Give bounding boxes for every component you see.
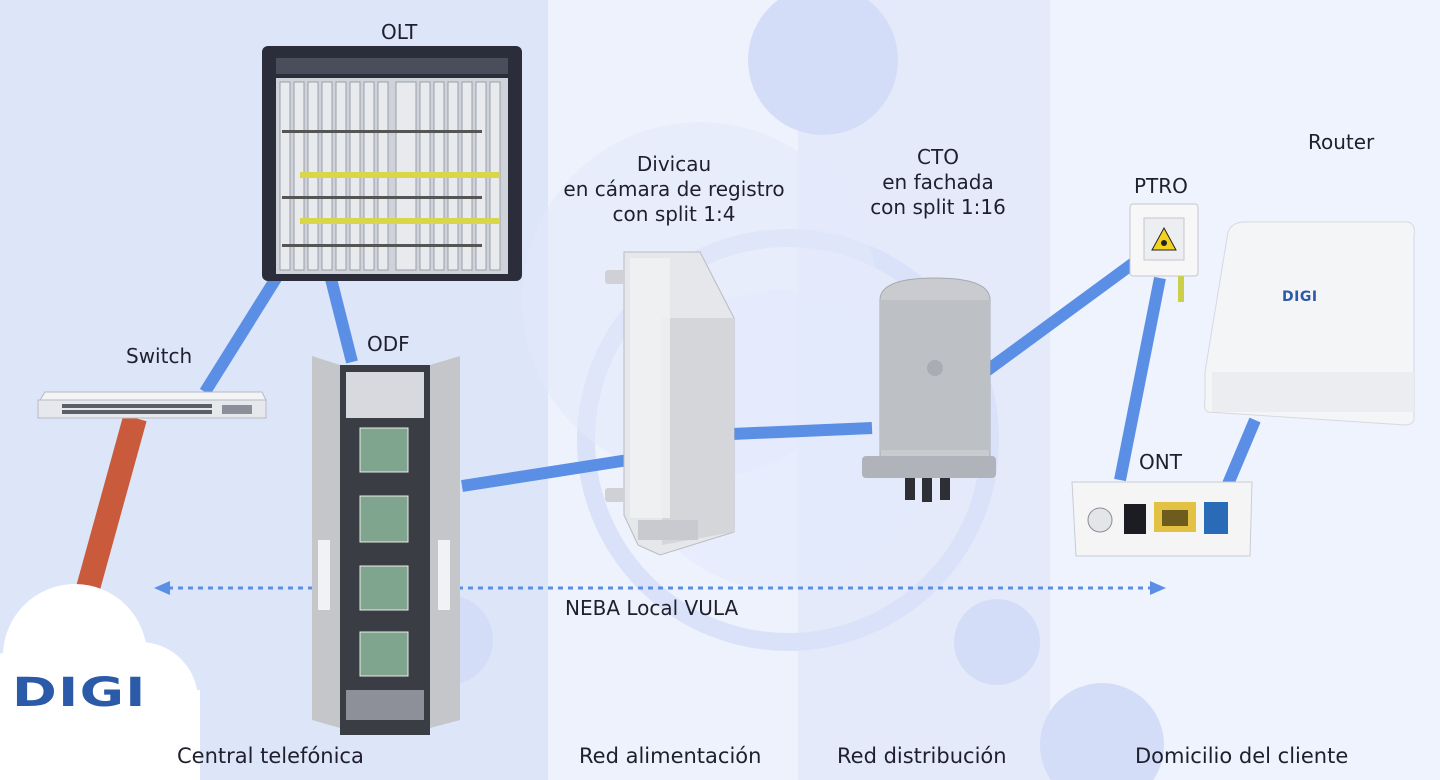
divicau-label: Divicau en cámara de registro con split …	[563, 152, 785, 226]
link-divicau-cto	[731, 422, 873, 440]
router-logo: DIGI	[1282, 289, 1318, 305]
odf-device	[312, 356, 460, 735]
ptro-device	[1129, 203, 1199, 302]
zone-distribucion-label: Red distribución	[837, 744, 1007, 768]
link-ptro-ont	[1114, 276, 1166, 482]
olt-label: OLT	[381, 20, 418, 44]
link-switch-central	[70, 414, 147, 614]
link-odf-divicau	[461, 454, 629, 492]
ont-label: ONT	[1139, 450, 1182, 474]
divicau-device	[605, 251, 735, 556]
cto-label: CTO en fachada con split 1:16	[870, 145, 1006, 219]
odf-label: ODF	[367, 332, 410, 356]
digi-logo: DIGI	[12, 670, 147, 716]
connections	[70, 257, 1261, 614]
ont-device	[1071, 481, 1253, 557]
link-switch-olt	[199, 268, 286, 396]
link-olt-odf	[324, 273, 358, 364]
neba-span-label: NEBA Local VULA	[565, 596, 739, 620]
router-device	[1203, 221, 1415, 426]
zone-domicilio-label: Domicilio del cliente	[1135, 744, 1349, 768]
ptro-label: PTRO	[1134, 174, 1188, 198]
cto-device	[862, 277, 996, 502]
olt-device	[262, 46, 522, 281]
router-label: Router	[1308, 130, 1375, 154]
switch-device	[37, 391, 267, 419]
link-cto-ptro	[981, 257, 1139, 377]
zone-central-label: Central telefónica	[177, 744, 364, 768]
link-ont-router	[1222, 417, 1261, 487]
digi-cloud	[0, 584, 200, 780]
switch-label: Switch	[126, 344, 193, 368]
zone-alimentacion-label: Red alimentación	[579, 744, 762, 768]
